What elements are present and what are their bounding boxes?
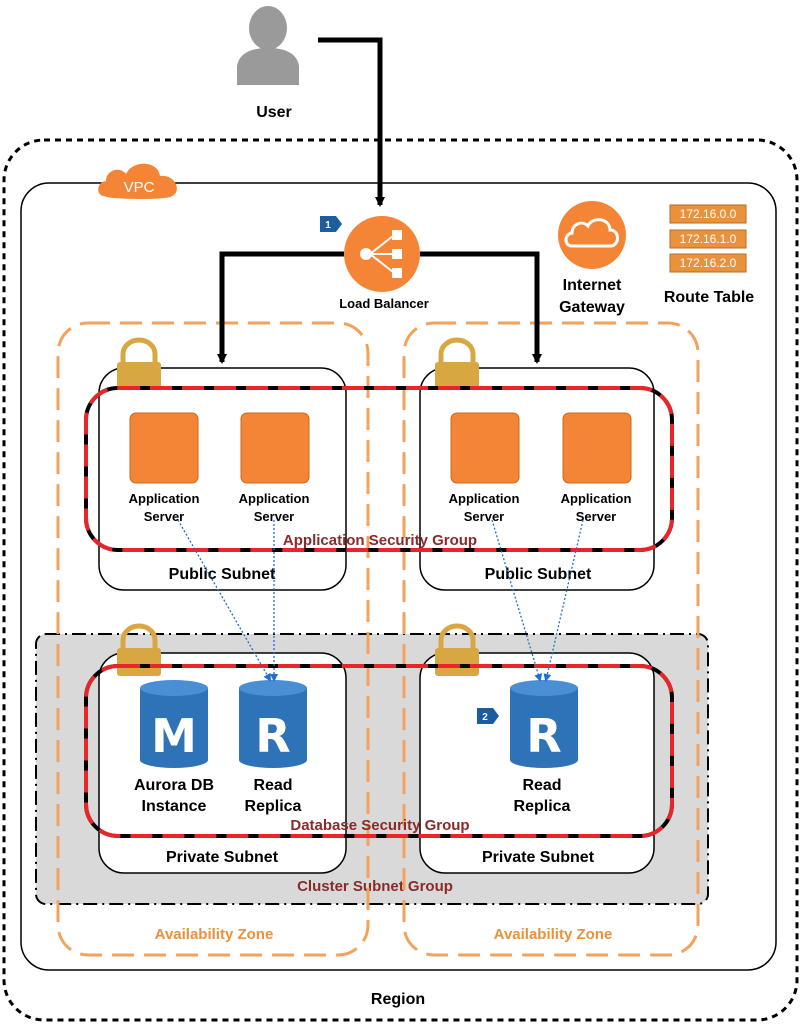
app-server-label-4b: Server — [576, 509, 616, 524]
app-server-icon-2 — [240, 412, 310, 484]
app-server-label-3a: Application — [449, 491, 520, 506]
lock-icon-public-2 — [435, 337, 479, 390]
app-server-icon-1 — [129, 412, 199, 484]
app-server-label-3b: Server — [464, 509, 504, 524]
vpc-cloud-icon — [98, 163, 177, 199]
load-balancer-icon — [344, 216, 420, 292]
private-subnet-label-2: Private Subnet — [482, 849, 595, 866]
app-server-label-1a: Application — [129, 491, 200, 506]
database-icon-replica-1 — [239, 680, 307, 768]
step-badge-1-text: 1 — [325, 220, 331, 231]
availability-zone-1 — [56, 321, 370, 957]
app-server-label-4a: Application — [561, 491, 632, 506]
availability-zone-label-1: Availability Zone — [155, 926, 274, 943]
database-letter-replica-1: R — [255, 709, 290, 763]
lock-icon-private-1 — [117, 623, 161, 676]
internet-gateway-icon — [558, 201, 626, 269]
database-label-replica-2b: Replica — [514, 798, 571, 815]
database-icon-aurora — [140, 680, 208, 768]
db-link-1 — [177, 519, 271, 682]
region-label: Region — [371, 991, 425, 1008]
arrow-user-to-lb — [318, 37, 385, 207]
public-subnet-label-2: Public Subnet — [485, 566, 592, 583]
arrow-lb-to-subnet-2 — [420, 251, 542, 364]
route-row-3: 172.16.2.0 — [680, 256, 737, 270]
private-subnet-1 — [98, 652, 347, 874]
database-letter-aurora: M — [151, 709, 197, 763]
vpc-boundary — [20, 182, 777, 971]
load-balancer-label: Load Balancer — [339, 296, 429, 311]
user-label: User — [256, 104, 292, 121]
application-security-group-label: Application Security Group — [283, 532, 477, 549]
app-server-label-2b: Server — [254, 509, 294, 524]
database-letter-replica-2: R — [526, 709, 561, 763]
route-table — [669, 204, 747, 273]
route-row-bg-3 — [669, 253, 747, 273]
db-link-4 — [543, 519, 584, 682]
database-label-aurora-1: Aurora DB — [134, 777, 214, 794]
database-label-replica-1a: Read — [253, 777, 292, 794]
database-label-replica-1b: Replica — [245, 798, 302, 815]
app-server-icon-4 — [562, 412, 632, 484]
user-icon — [237, 6, 299, 85]
database-label-aurora-2: Instance — [142, 798, 207, 815]
lock-icon-public-1 — [117, 337, 161, 390]
cluster-subnet-group-label: Cluster Subnet Group — [297, 878, 453, 895]
private-subnet-label-1: Private Subnet — [166, 849, 279, 866]
app-server-icon-3 — [450, 412, 520, 484]
route-row-1: 172.16.0.0 — [680, 207, 737, 221]
lock-icon-private-2 — [435, 623, 479, 676]
internet-gateway-label-2: Gateway — [559, 299, 625, 316]
step-badge-1 — [320, 216, 342, 232]
app-server-label-2a: Application — [239, 491, 310, 506]
region-boundary — [2, 138, 799, 1022]
route-row-2: 172.16.1.0 — [680, 232, 737, 246]
step-badge-2-text: 2 — [482, 712, 488, 723]
database-icon-replica-2 — [510, 680, 578, 768]
app-server-label-1b: Server — [144, 509, 184, 524]
availability-zone-label-2: Availability Zone — [494, 926, 613, 943]
step-badge-2 — [477, 708, 499, 724]
database-label-replica-2a: Read — [522, 777, 561, 794]
public-subnet-label-1: Public Subnet — [169, 566, 276, 583]
database-security-group-label: Database Security Group — [290, 817, 469, 834]
route-row-bg-2 — [669, 229, 747, 249]
internet-gateway-label-1: Internet — [563, 277, 622, 294]
route-row-bg-1 — [669, 204, 747, 224]
route-table-label: Route Table — [664, 289, 754, 306]
availability-zone-2 — [402, 321, 700, 957]
vpc-label: VPC — [124, 179, 155, 196]
arrow-lb-to-subnet-1 — [217, 251, 344, 364]
